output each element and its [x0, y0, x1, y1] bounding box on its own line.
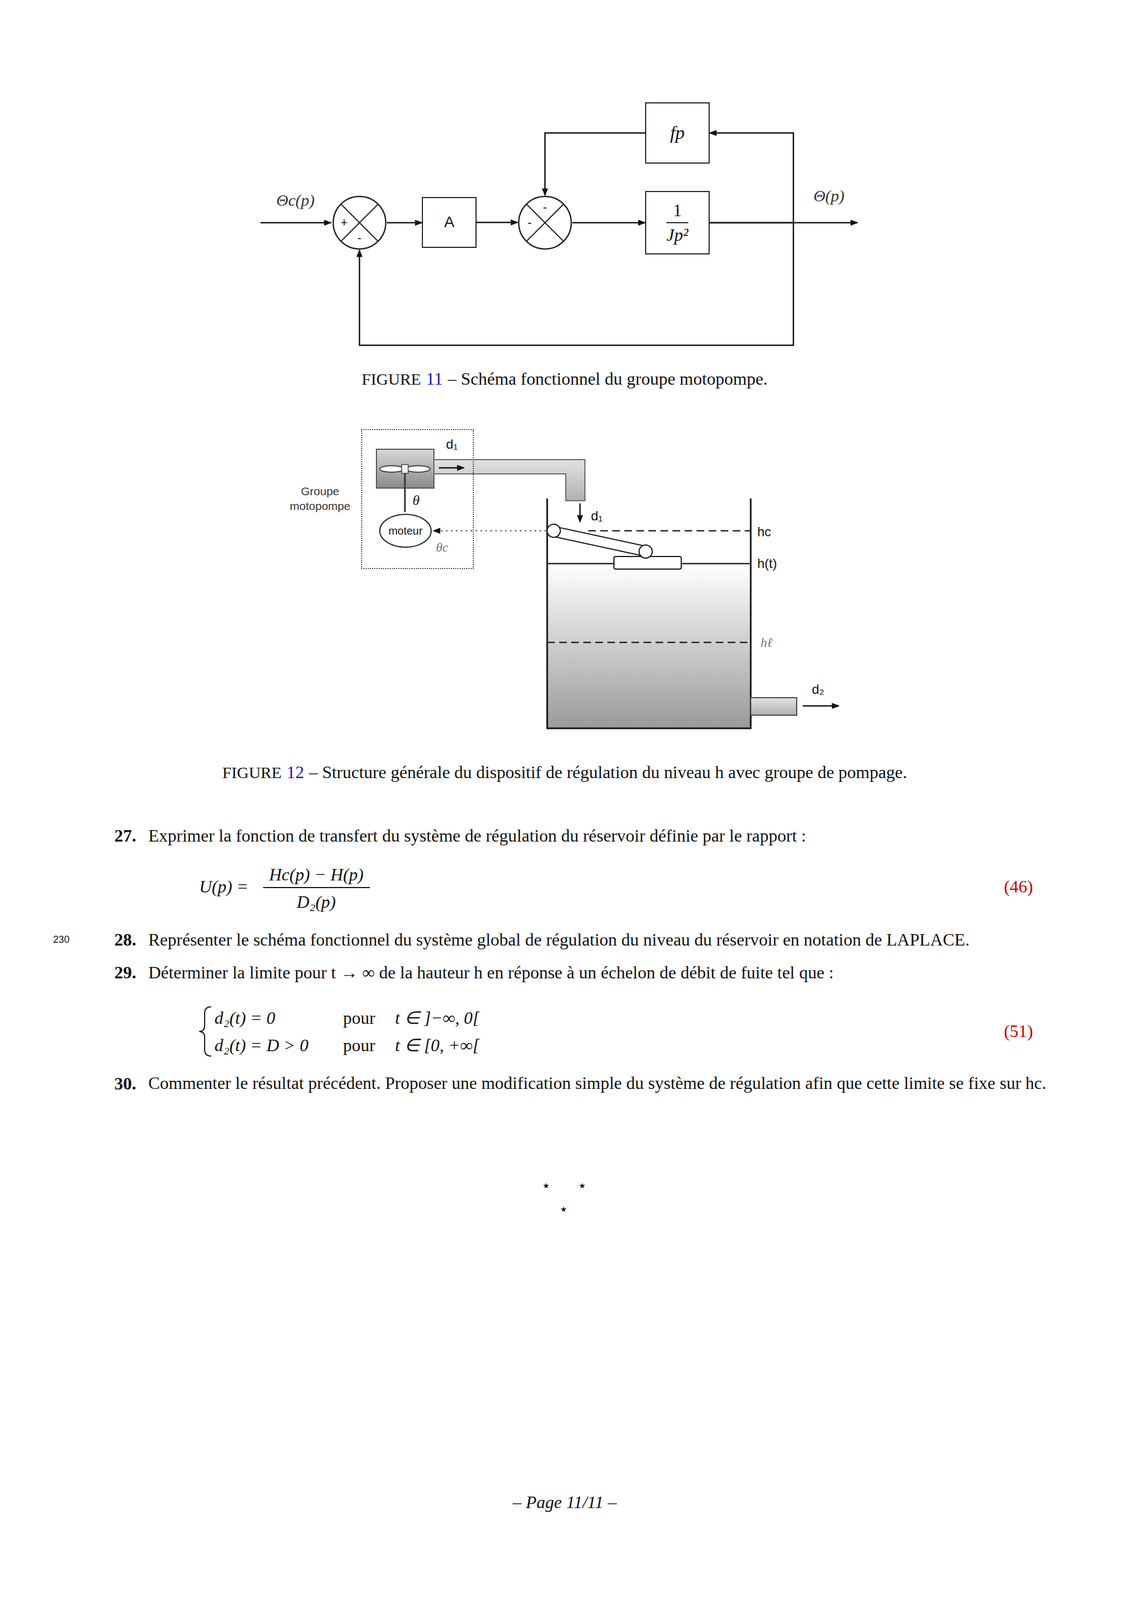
- line-number: 230: [53, 934, 70, 946]
- figure-caption: FIGURE12– Structure générale du disposit…: [222, 762, 907, 783]
- outlet-pipe: [750, 697, 797, 716]
- page-footer: – Page 11/11 –: [512, 1492, 617, 1513]
- block-label: 1: [666, 200, 689, 224]
- flow-arrow: [802, 705, 839, 707]
- sign: +: [340, 216, 348, 229]
- propeller-hub: [401, 464, 409, 474]
- summing-junction: --: [517, 195, 573, 251]
- level-name: h(t): [757, 555, 777, 572]
- level-name: hc: [757, 524, 771, 540]
- caption-word: FIGURE: [222, 763, 282, 782]
- propeller-blade: [406, 465, 431, 473]
- question-number: 30.: [114, 1073, 137, 1094]
- question-text: Représenter le schéma fonctionnel du sys…: [148, 929, 970, 950]
- fraction-bar: [263, 886, 370, 889]
- level-name: hℓ: [760, 635, 773, 651]
- section-star: ⋆: [577, 1176, 588, 1195]
- equation-term: U(p) =: [199, 876, 249, 897]
- signal-name: Θc(p): [276, 190, 315, 210]
- command-link: [433, 530, 547, 532]
- figure-number: 11: [425, 368, 443, 390]
- block-label: fp: [670, 122, 685, 143]
- summing-junction: +-: [332, 195, 387, 251]
- equation-term: Hc(p) − H(p): [269, 864, 364, 885]
- signal-name: Θ(p): [813, 186, 845, 206]
- angle-name: θ: [412, 492, 420, 509]
- equation-term: pour: [343, 1035, 376, 1056]
- transfer-block: 1Jp²: [645, 190, 710, 255]
- caption-text: – Schéma fonctionnel du groupe motopompe…: [447, 368, 768, 390]
- figure-number: 12: [286, 762, 305, 783]
- sign: -: [527, 216, 532, 229]
- equation-number: (46): [1004, 876, 1034, 897]
- caption-text: – Structure générale du dispositif de ré…: [309, 762, 908, 783]
- equation-term: d₂(t) = D > 0: [214, 1035, 309, 1056]
- output-signal-line: [793, 222, 858, 224]
- tank-wall: [547, 498, 751, 729]
- transfer-block: fp: [645, 102, 710, 164]
- block-label: A: [444, 213, 455, 231]
- flow-name: d₁: [445, 436, 458, 452]
- question-text: Exprimer la fonction de transfert du sys…: [148, 825, 806, 846]
- sign: -: [357, 232, 362, 245]
- motor-ellipse: moteur: [378, 513, 433, 549]
- lever-joint: [639, 544, 653, 559]
- equation-term: d₂(t) = 0: [214, 1007, 276, 1029]
- equation-term: t ∈ [0, +∞[: [395, 1034, 480, 1056]
- lever-pivot: [547, 524, 561, 538]
- block-label: Jp²: [666, 223, 689, 245]
- low-level-line: [547, 641, 751, 644]
- supply-pipe: [433, 459, 585, 501]
- equation-term: pour: [343, 1007, 376, 1029]
- signal-connector: [476, 221, 518, 224]
- question-text: Commenter le résultat précédent. Propose…: [148, 1073, 1052, 1094]
- caption-word: FIGURE: [361, 369, 421, 389]
- section-star: ⋆: [558, 1199, 569, 1218]
- float-lever: [549, 525, 648, 557]
- signal-connector: [572, 222, 646, 224]
- gain-block: A: [421, 196, 477, 248]
- setpoint-level-line: [588, 530, 751, 532]
- input-signal-line: [260, 222, 332, 224]
- figure-caption: FIGURE11– Schéma fonctionnel du groupe m…: [361, 368, 768, 390]
- flow-name: d₁: [590, 508, 603, 524]
- water: [547, 563, 751, 729]
- section-star: ⋆: [541, 1176, 551, 1195]
- flow-arrow: [579, 503, 582, 522]
- question-text: Déterminer la limite pour t → ∞ de la ha…: [148, 962, 834, 983]
- sign: -: [542, 201, 547, 214]
- question-number: 27.: [114, 825, 137, 846]
- signal-connector: [386, 222, 422, 224]
- equation-term: t ∈ ]−∞, 0[: [395, 1007, 480, 1029]
- flow-arrow: [438, 467, 464, 469]
- signal-connector: [544, 132, 646, 196]
- pump-shaft: [404, 468, 406, 513]
- question-number: 28.: [114, 929, 137, 950]
- propeller-blade: [379, 465, 404, 473]
- group-heading: Groupe motopompe: [284, 483, 356, 514]
- signal-connector: [709, 132, 794, 223]
- equation-term: D₂(p): [296, 891, 336, 913]
- equation-number: (51): [1004, 1021, 1034, 1042]
- flow-name: d₂: [812, 681, 825, 698]
- question-number: 29.: [114, 962, 137, 983]
- block-label: moteur: [388, 524, 423, 537]
- brace: [199, 1006, 212, 1057]
- angle-name: θc: [436, 540, 449, 555]
